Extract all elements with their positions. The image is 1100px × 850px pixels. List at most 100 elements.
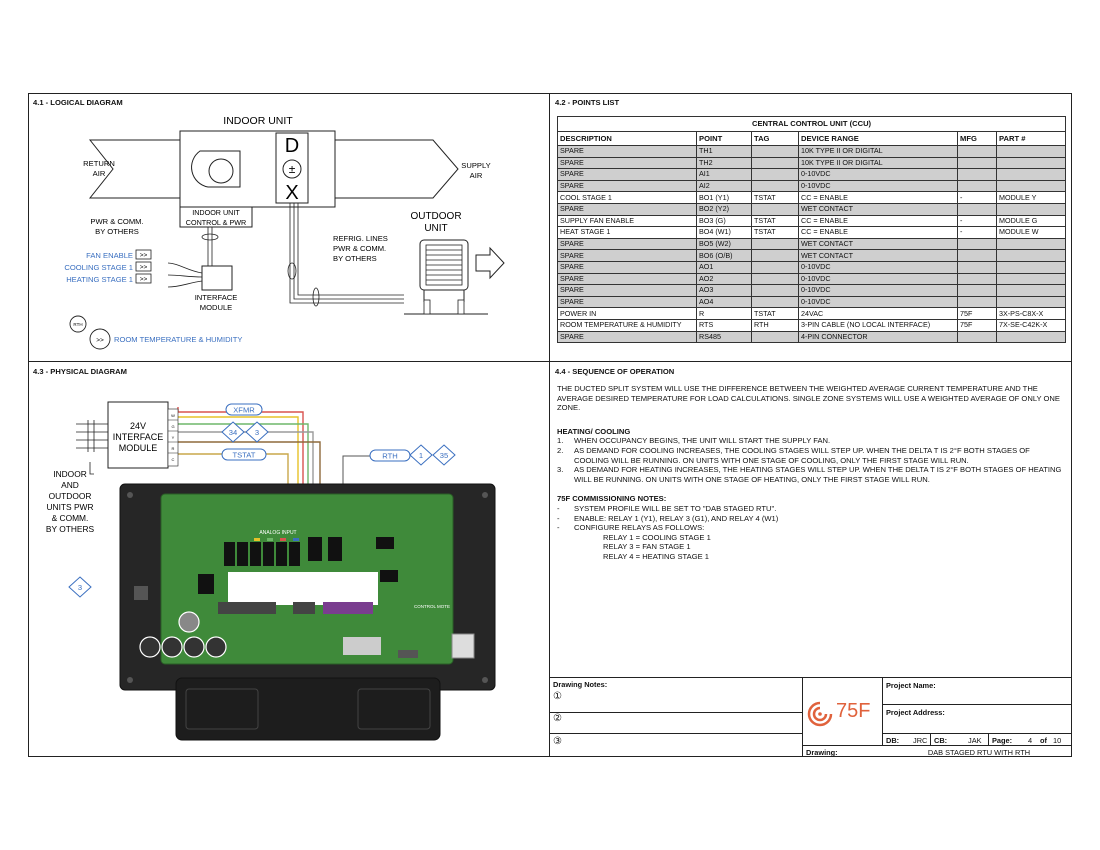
pwr-comm-label-1: PWR & COMM. — [90, 217, 143, 226]
interface-module-label-2: MODULE — [200, 303, 233, 312]
supply-air-arrow — [334, 139, 459, 199]
table-cell: SUPPLY FAN ENABLE — [557, 214, 697, 228]
page-of: of — [1040, 736, 1047, 745]
table-cell: RTS — [696, 318, 752, 332]
table-cell — [995, 260, 1067, 274]
table-cell: SPARE — [557, 272, 697, 286]
list-item-number: - — [557, 523, 560, 533]
rth-chevron: >> — [96, 337, 104, 344]
table-cell: - — [957, 191, 997, 204]
sequence-of-operation: THE DUCTED SPLIT SYSTEM WILL USE THE DIF… — [557, 384, 1062, 562]
terminal-y: Y — [172, 435, 175, 440]
table-cell — [957, 272, 997, 286]
sequence-intro: THE DUCTED SPLIT SYSTEM WILL USE THE DIF… — [557, 384, 1060, 413]
points-header-cell: PART # — [995, 131, 1067, 146]
table-cell: BO1 (Y1) — [696, 191, 752, 204]
table-cell — [751, 284, 799, 297]
table-cell: BO6 (O/B) — [696, 249, 752, 262]
section-title-points: 4.2 - POINTS LIST — [555, 98, 620, 107]
table-cell — [751, 168, 799, 181]
table-cell: WET CONTACT — [798, 249, 958, 262]
table-cell: TSTAT — [751, 226, 799, 239]
indoor-outdoor-6: BY OTHERS — [46, 524, 95, 534]
table-cell — [957, 237, 997, 251]
table-cell: BO4 (W1) — [696, 226, 752, 239]
table-cell: SPARE — [557, 202, 697, 216]
table-cell: POWER IN — [557, 307, 697, 320]
indoor-outdoor-5: & COMM. — [52, 513, 89, 523]
points-header-cell: POINT — [696, 131, 752, 146]
table-cell: TSTAT — [751, 214, 799, 228]
project-name-label: Project Name: — [886, 681, 936, 690]
list-item: 1.WHEN OCCUPANCY BEGINS, THE UNIT WILL S… — [557, 436, 1062, 446]
table-cell: 10K TYPE II OR DIGITAL — [798, 145, 958, 158]
table-cell: AI2 — [696, 179, 752, 193]
outdoor-unit-label-1: OUTDOOR — [410, 211, 461, 222]
indoor-outdoor-3: OUTDOOR — [49, 491, 92, 501]
table-cell — [751, 272, 799, 286]
table-cell: SPARE — [557, 237, 697, 251]
table-cell: 3-PIN CABLE (NO LOCAL INTERFACE) — [798, 318, 958, 332]
table-cell: 10K TYPE II OR DIGITAL — [798, 156, 958, 170]
table-cell — [751, 156, 799, 170]
chevron-fan: >> — [140, 252, 148, 259]
refrig-label-2: PWR & COMM. — [333, 244, 386, 253]
horizontal-divider — [28, 361, 1072, 362]
module-label-3: MODULE — [119, 443, 158, 453]
interface-module-label-1: INTERFACE — [195, 293, 238, 302]
75f-logo-text: 75F — [836, 700, 871, 722]
table-cell: TH1 — [696, 145, 752, 158]
table-cell — [995, 284, 1067, 297]
diamond-34-label: 34 — [229, 428, 237, 437]
table-cell: HEAT STAGE 1 — [557, 226, 697, 239]
table-cell: ROOM TEMPERATURE & HUMIDITY — [557, 318, 697, 332]
table-cell — [995, 156, 1067, 170]
table-cell: 7X-SE-C42K-X — [995, 318, 1067, 332]
list-item-text: AS DEMAND FOR COOLING INCREASES, THE COO… — [574, 445, 1030, 465]
table-cell: 0-10VDC — [798, 295, 958, 309]
refrig-label-1: REFRIG. LINES — [333, 234, 388, 243]
rth-label: RTH — [382, 452, 397, 461]
vertical-divider — [549, 93, 550, 757]
relay-item: RELAY 3 = FAN STAGE 1 — [603, 542, 691, 552]
diamond-35 — [432, 444, 456, 466]
note-mark-1: ① — [553, 691, 562, 702]
tstat-tag — [221, 448, 267, 461]
supply-air-label-1: SUPPLY — [461, 161, 490, 170]
control-pwr-label-2: CONTROL & PWR — [186, 218, 246, 227]
note-mark-2: ② — [553, 713, 562, 724]
relay-item: RELAY 1 = COOLING STAGE 1 — [603, 532, 711, 542]
table-cell: SPARE — [557, 249, 697, 262]
table-cell — [751, 295, 799, 309]
table-cell — [957, 156, 997, 170]
cooling-stage-label: COOLING STAGE 1 — [64, 263, 133, 272]
heating-cooling-title: HEATING/ COOLING — [557, 426, 631, 436]
table-cell — [957, 284, 997, 297]
chevron-cooling: >> — [140, 264, 148, 271]
table-cell: MODULE Y — [995, 191, 1067, 204]
fan-enable-label: FAN ENABLE — [86, 251, 133, 260]
list-item-text: ENABLE: RELAY 1 (Y1), RELAY 3 (G1), AND … — [574, 513, 779, 523]
cb-value: JAK — [968, 736, 982, 745]
list-item-text: CONFIGURE RELAYS AS FOLLOWS: — [574, 523, 705, 533]
table-cell: R — [696, 307, 752, 320]
table-cell — [995, 272, 1067, 286]
table-cell: SPARE — [557, 156, 697, 170]
table-cell: CC = ENABLE — [798, 226, 958, 239]
control-pwr-label-1: INDOOR UNIT — [192, 208, 240, 217]
table-cell — [751, 260, 799, 274]
dx-plusminus: ± — [289, 162, 296, 176]
rth-symbol — [69, 315, 87, 333]
table-cell — [957, 249, 997, 262]
table-cell: 75F — [957, 318, 997, 332]
table-cell: SPARE — [557, 145, 697, 158]
table-cell: 0-10VDC — [798, 168, 958, 181]
